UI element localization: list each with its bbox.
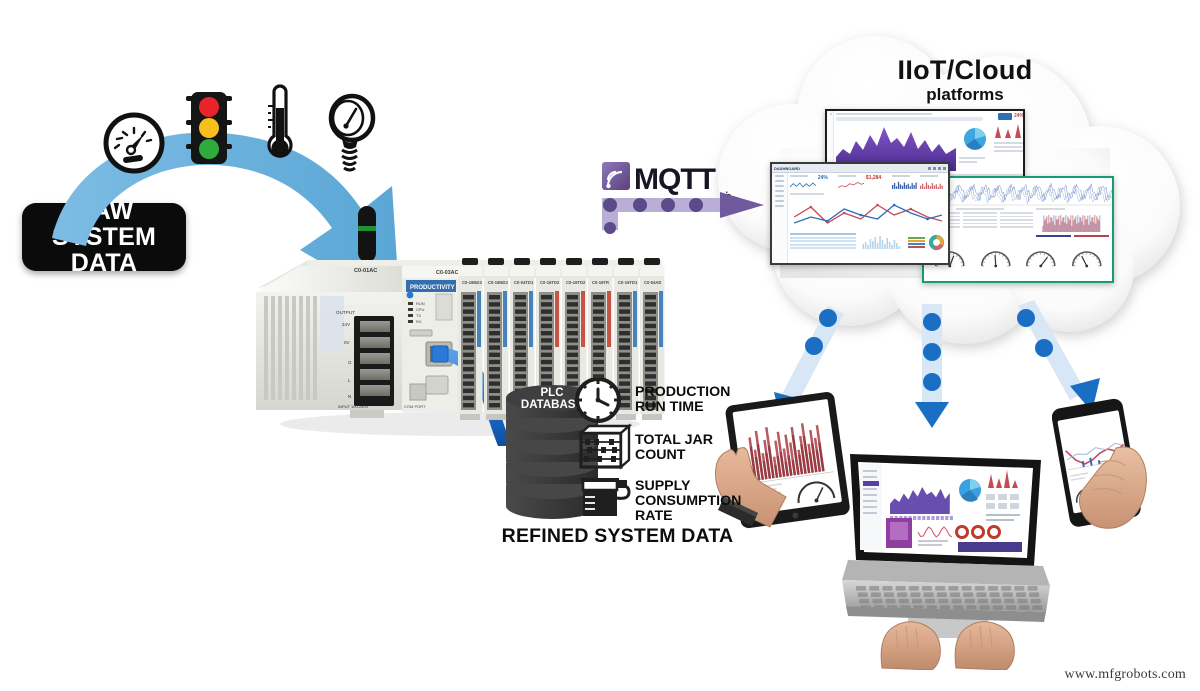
dash-b-donut: [928, 234, 945, 251]
dash-b-spark-1: [789, 182, 816, 188]
svg-text:PLC: PLC: [541, 387, 564, 399]
svg-text:C0-04AD: C0-04AD: [644, 280, 661, 285]
plc-power-supply: OUTPUT 24V 0V G L N INPUT 100-240V C0-01…: [256, 266, 402, 418]
svg-text:SUPPLY: SUPPLY: [635, 478, 691, 494]
dash-b-kpi-2: $1,284: [865, 175, 882, 181]
cloud-subtitle: platforms: [926, 85, 1004, 104]
svg-text:C0-16TR: C0-16TR: [592, 280, 609, 285]
plc-database-group: PLC DATABASE: [506, 378, 741, 524]
database-cylinders: [506, 385, 598, 519]
svg-text:C0-16TD1: C0-16TD1: [618, 280, 638, 285]
svg-text:PRODUCTION: PRODUCTION: [635, 384, 730, 400]
dash-b-line-chart: [793, 203, 943, 224]
pressure-gauge-icon: [328, 93, 376, 172]
dash-b-spark-2: [837, 181, 864, 188]
plc-cpu-module: PRODUCTIVITY RUN CPU TX RX C0-03AC-D COM…: [402, 266, 464, 412]
mqtt-protocol-badge: MQTT .org: [602, 162, 764, 234]
cloud-title: IIoT/Cloud: [897, 55, 1033, 85]
svg-text:CPU: CPU: [416, 307, 425, 312]
refined-system-data-caption: REFINED SYSTEM DATA: [501, 525, 734, 547]
tablet-device[interactable]: [700, 385, 890, 535]
cloud-dashboard-main[interactable]: DASHBOARD 24%: [770, 162, 950, 265]
dashboard-b-sidebar[interactable]: [772, 173, 788, 263]
cloud-to-phone-arrow: [1017, 300, 1100, 412]
svg-text:RUN TIME: RUN TIME: [635, 399, 704, 415]
cloud-to-laptop-arrow: [915, 304, 949, 428]
svg-text:PRODUCTIVITY: PRODUCTIVITY: [410, 285, 455, 291]
hand-holding-phone: [1078, 446, 1147, 529]
dash-b-kpi-1: 24%: [817, 175, 828, 181]
svg-text:DATABASE: DATABASE: [521, 399, 584, 411]
svg-text:COM PORT: COM PORT: [404, 404, 426, 409]
tablet-gauge: [797, 481, 836, 504]
hands-on-keyboard: [880, 621, 1015, 670]
cloud-to-device-arrows: [774, 300, 1100, 428]
svg-text:L: L: [348, 378, 351, 383]
clock-icon: [575, 378, 621, 423]
dash-c-trend-chart: [924, 183, 1112, 206]
dash-a-donut: [964, 128, 986, 150]
beaker-icon: [581, 478, 631, 516]
dash-a-area-chart: [836, 127, 956, 171]
svg-text:TOTAL JAR: TOTAL JAR: [635, 432, 713, 448]
dash-c-density-chart: [1042, 215, 1101, 232]
svg-text:C0-16TD2: C0-16TD2: [566, 280, 586, 285]
svg-text:24V: 24V: [342, 322, 351, 327]
svg-text:C0-03AC-D: C0-03AC-D: [436, 270, 464, 276]
cloud-title-group: IIoT/Cloud platforms: [855, 55, 1075, 105]
cloud-dashboard-scada[interactable]: [922, 176, 1114, 283]
svg-text:G: G: [348, 360, 352, 365]
dashboard-b-title: DASHBOARD: [774, 165, 800, 171]
svg-text:OUTPUT: OUTPUT: [336, 310, 355, 315]
svg-text:C0-16ND3: C0-16ND3: [462, 280, 482, 285]
svg-text:0V: 0V: [344, 340, 351, 345]
thermometer-icon: [267, 84, 293, 158]
dashboard-a-sidebar[interactable]: [827, 111, 834, 209]
abacus-icon: [577, 423, 633, 470]
svg-text:C0-16ND3: C0-16ND3: [488, 280, 508, 285]
raw-data-flow-arrow: [52, 132, 400, 308]
gauge-4: [1071, 250, 1102, 267]
gauge-3: [1025, 250, 1056, 267]
dash-c-gauge-row: [924, 238, 1112, 277]
svg-text:RUN: RUN: [416, 301, 425, 306]
fuel-gauge-icon: [103, 112, 165, 174]
phone-device[interactable]: [1052, 390, 1192, 570]
dash-b-histogram: [861, 236, 900, 249]
svg-text:COUNT: COUNT: [635, 447, 686, 463]
laptop-device[interactable]: [838, 440, 1053, 670]
svg-text:RATE: RATE: [635, 508, 673, 524]
dash-b-bars-2: [919, 182, 943, 189]
svg-text:N: N: [348, 394, 351, 399]
svg-text:C0-16TD2: C0-16TD2: [540, 280, 560, 285]
svg-text:INPUT 100-240V: INPUT 100-240V: [338, 404, 369, 409]
svg-text:RX: RX: [416, 319, 422, 324]
traffic-light-icon: [186, 92, 232, 164]
svg-text:CONSUMPTION: CONSUMPTION: [635, 493, 741, 509]
hand-holding-tablet: [715, 447, 787, 528]
dashboard-b-titlebar: DASHBOARD: [772, 164, 948, 173]
dash-a-kpi: 24%: [1014, 113, 1025, 119]
svg-text:MQTT: MQTT: [634, 163, 716, 196]
dash-b-bars-1: [891, 181, 917, 189]
svg-text:TX: TX: [416, 313, 421, 318]
watermark: www.mfgrobots.com: [1064, 667, 1186, 682]
svg-text:C0-01AC: C0-01AC: [354, 268, 377, 274]
svg-text:C0-04TD1: C0-04TD1: [514, 280, 534, 285]
gauge-2: [980, 250, 1011, 267]
